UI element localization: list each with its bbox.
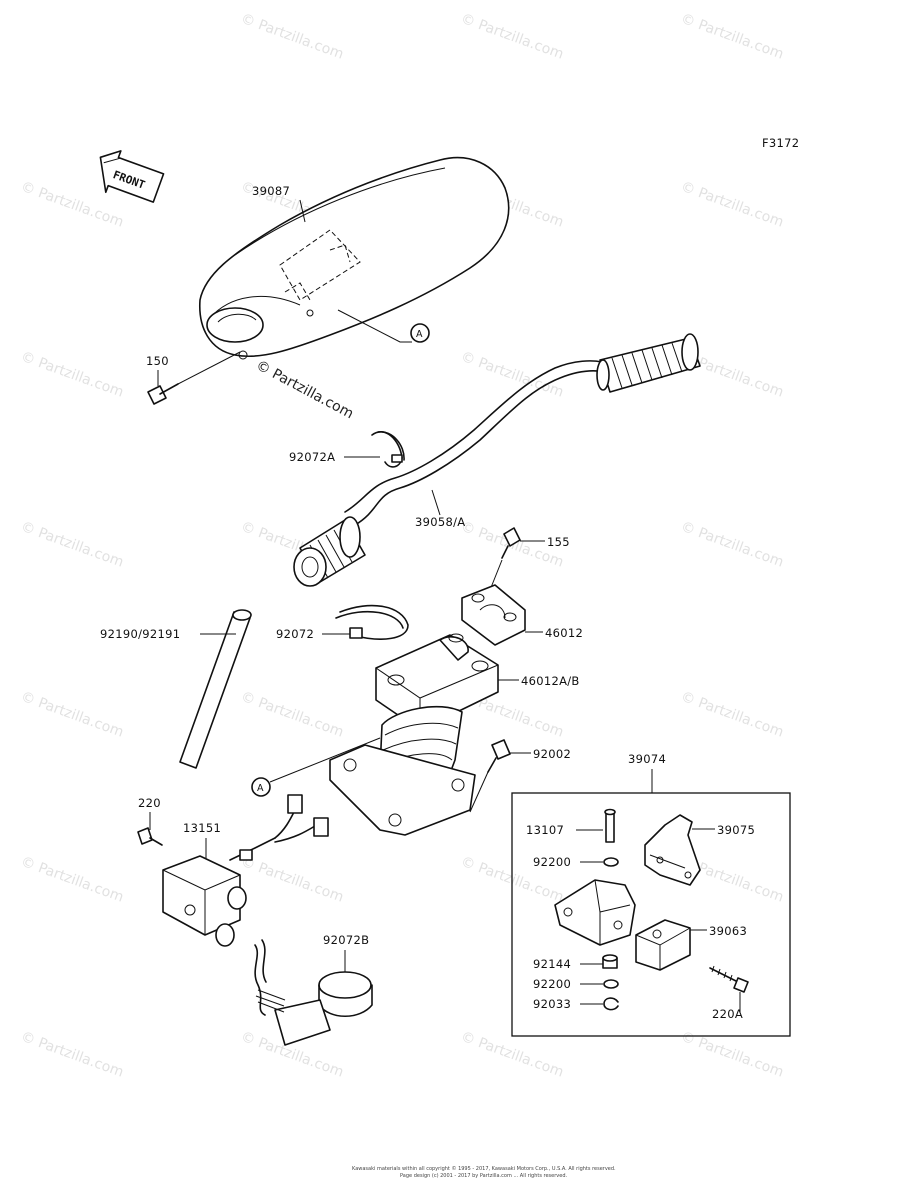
watermark: © Partzilla.com [679,519,786,571]
callout-92190-92191: 92190/92191 [100,627,180,641]
bolt-220 [137,827,163,846]
watermark: © Partzilla.com [239,854,346,906]
watermark: © Partzilla.com [679,689,786,741]
watermark: © Partzilla.com [679,11,786,63]
bolt-150 [147,351,241,405]
leader-line [489,559,503,591]
copyright-line-2: Page design (c) 2001 - 2017 by Partzilla… [400,1173,567,1179]
callout-46012AB: 46012A/B [521,674,580,688]
bolt-92002 [469,739,511,813]
watermark: © Partzilla.com [239,11,346,63]
washer-92200-lower [603,979,619,989]
clamp-92072A [371,431,405,468]
collar-92144 [602,954,618,969]
watermark-dark: © Partzilla.com [253,357,356,422]
callout-150: 150 [146,354,169,368]
callout-155: 155 [547,535,570,549]
watermark: © Partzilla.com [459,349,566,401]
block-39063 [635,919,691,971]
lever-39075 [644,814,701,886]
bolt-155 [501,527,521,559]
watermark: © Partzilla.com [19,854,126,906]
ref-a-label: A [416,329,423,340]
leader-line [337,309,412,343]
leader-line [431,489,441,516]
ref-a-label: A [257,783,264,794]
callout-39075: 39075 [717,823,755,837]
callout-92033: 92033 [533,997,571,1011]
callout-92072A: 92072A [289,450,335,464]
watermark: © Partzilla.com [19,519,126,571]
callout-13107: 13107 [526,823,564,837]
watermark: © Partzilla.com [19,349,126,401]
steering-holder-46012AB [329,633,499,836]
watermark: © Partzilla.com [239,689,346,741]
bolt-220A [709,965,749,993]
circlip-92033 [603,997,619,1011]
pipe-92190 [179,609,252,769]
callout-92072: 92072 [276,627,314,641]
assembly-box-39074 [511,792,791,1037]
strap-92072 [335,604,409,640]
watermark: © Partzilla.com [19,1029,126,1081]
callout-39058A: 39058/A [415,515,465,529]
ref-a-circle [251,777,271,797]
leader-line [299,199,306,223]
callout-92200-upper: 92200 [533,855,571,869]
clamp-46012 [461,584,526,646]
callout-92002: 92002 [533,747,571,761]
watermark: © Partzilla.com [459,11,566,63]
callout-92072B: 92072B [323,933,369,947]
clamp-92072B [254,939,373,1046]
pin-13107 [604,808,616,843]
watermark: © Partzilla.com [19,689,126,741]
bracket-body [554,879,636,946]
callout-220: 220 [138,796,161,810]
callout-39074: 39074 [628,752,666,766]
callout-39087: 39087 [252,184,290,198]
callout-220A: 220A [712,1007,743,1021]
copyright-line-1: Kawasaki materials within all copyright … [352,1165,616,1172]
switch-13151 [162,794,329,947]
callout-39063: 39063 [709,924,747,938]
callout-92200-lower: 92200 [533,977,571,991]
handlebar-39058A [293,333,701,587]
callout-92144: 92144 [533,957,571,971]
callout-46012: 46012 [545,626,583,640]
watermark: © Partzilla.com [679,179,786,231]
handlebar-cover-39087 [199,156,510,360]
figure-code: F3172 [762,136,799,150]
leader-line [269,737,381,783]
ref-a-circle [410,323,430,343]
front-arrow-icon: FRONT [99,150,165,203]
callout-13151: 13151 [183,821,221,835]
washer-92200 [603,857,619,867]
